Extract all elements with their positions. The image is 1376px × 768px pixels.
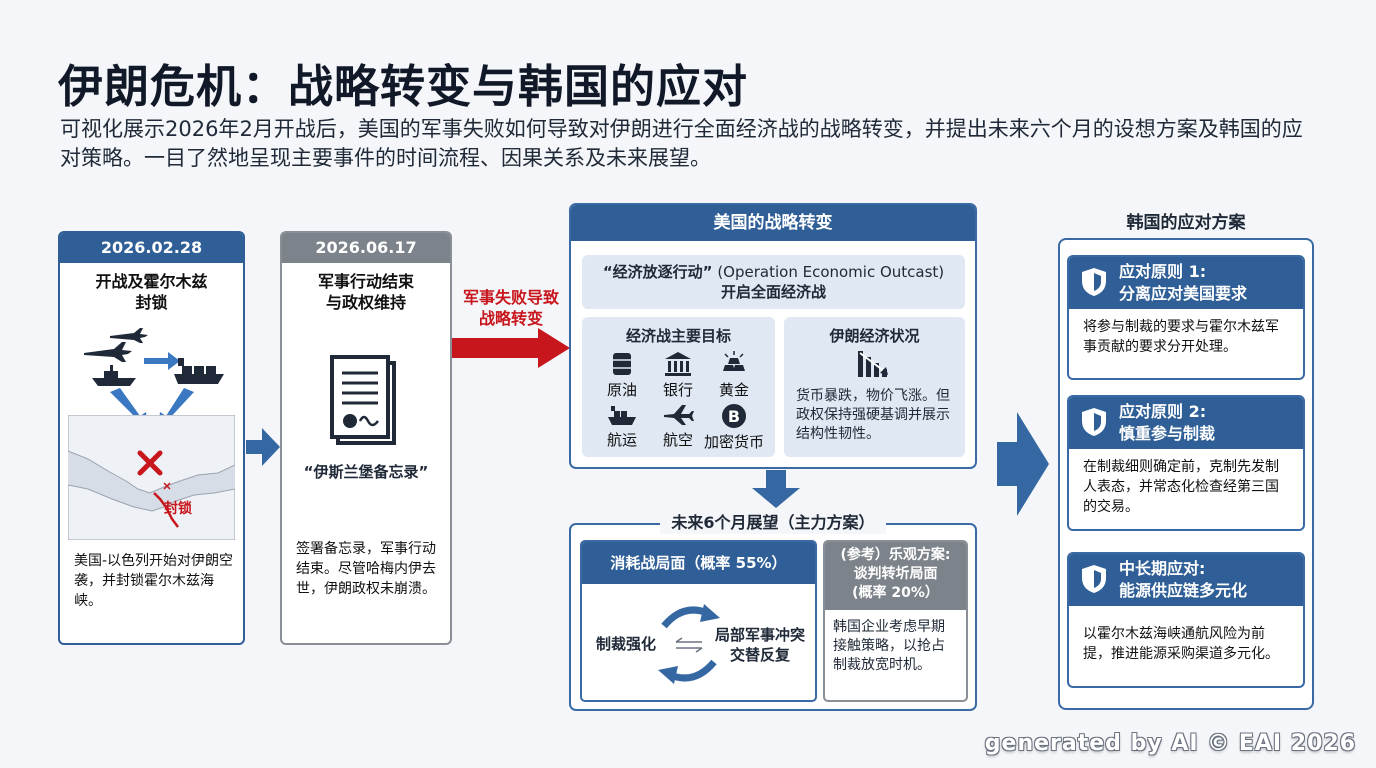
- event-date: 2026.02.28: [60, 233, 243, 263]
- red-cross-icon: [137, 450, 163, 476]
- shield-icon: [1082, 408, 1106, 436]
- operation-english-name: (Operation Economic Outcast): [717, 263, 945, 281]
- principle-text: 以霍尔木兹海峡通航风险为前提，推进能源采购渠道多元化。: [1083, 626, 1279, 662]
- outlook-heading: 未来6个月展望（主力方案）: [660, 512, 886, 534]
- targets-box: 经济战主要目标 原油 银行 黄金 航运 航空 B 加密货币: [582, 317, 775, 457]
- bank-icon: [665, 352, 691, 376]
- principle-title: 中长期应对: 能源供应链多元化: [1069, 554, 1303, 606]
- cycle-arrows-icon: [658, 604, 720, 684]
- transition-label: 军事失败导致 战略转变: [462, 288, 559, 328]
- shield-icon: [1082, 268, 1106, 296]
- korea-principle-1: 应对原则 1: 分离应对美国要求 将参与制裁的要求与霍尔木兹军事贡献的要求分开处…: [1067, 255, 1305, 380]
- page-subtitle: 可视化展示2026年2月开战后，美国的军事失败如何导致对伊朗进行全面经济战的战略…: [60, 117, 1303, 170]
- target-gold: 黄金: [704, 351, 764, 400]
- attrition-scenario-title: 消耗战局面（概率 55%）: [582, 542, 815, 584]
- iran-economy-box: 伊朗经济状况 货币暴跌，物价飞涨。但政权保持强硬基调并展示结构性韧性。: [784, 317, 965, 457]
- svg-text:B: B: [728, 407, 740, 426]
- fighter-jet-icon: [84, 328, 148, 362]
- target-bank: 银行: [648, 351, 708, 400]
- map-blockade-label: 封锁: [164, 500, 192, 517]
- iran-economy-text: 货币暴跌，物价飞涨。但政权保持强硬基调并展示结构性韧性。: [796, 388, 950, 442]
- target-shipping: 航运: [592, 403, 652, 450]
- principle-title: 应对原则 1: 分离应对美国要求: [1069, 257, 1303, 309]
- watermark: generated by AI © EAI 2026: [984, 731, 1356, 756]
- operation-subtitle: 开启全面经济战: [720, 283, 826, 301]
- military-conflict-label: 局部军事冲突 交替反复: [714, 626, 805, 664]
- korea-principle-2: 应对原则 2: 慎重参与制裁 在制裁细则确定前，克制先发制人表态，并常态化检查经…: [1067, 395, 1305, 531]
- arrow-right-icon: [246, 428, 280, 466]
- optimistic-scenario-text: 韩国企业考虑早期接触策略，以抢占制裁放宽时机。: [833, 619, 945, 673]
- timeline-card-outbreak: 2026.02.28 开战及霍尔木兹 封锁: [58, 231, 245, 645]
- event-date: 2026.06.17: [282, 233, 450, 263]
- operation-box: “经济放逐行动” (Operation Economic Outcast) 开启…: [582, 255, 965, 309]
- memorandum-label: “伊斯兰堡备忘录”: [303, 463, 429, 481]
- target-crypto: B 加密货币: [694, 403, 774, 452]
- principle-text: 在制裁细则确定前，克制先发制人表态，并常态化检查经第三国的交易。: [1083, 459, 1279, 515]
- ship-icon: [608, 406, 636, 425]
- hormuz-map: 封锁: [68, 415, 235, 540]
- event-title: 军事行动结束 与政权维持: [317, 272, 414, 312]
- attrition-scenario-card: 消耗战局面（概率 55%）: [580, 540, 817, 702]
- korea-long-term: 中长期应对: 能源供应链多元化 以霍尔木兹海峡通航风险为前提，推进能源采购渠道多…: [1067, 552, 1305, 688]
- korea-heading: 韩国的应对方案: [1126, 213, 1246, 233]
- optimistic-scenario-card: (参考）乐观方案: 谈判转圻局面 (概率 20%） 韩国企业考虑早期接触策略，以…: [823, 540, 968, 702]
- decline-chart-icon: [858, 351, 888, 377]
- targets-heading: 经济战主要目标: [625, 327, 731, 345]
- event-title: 开战及霍尔木兹 封锁: [95, 272, 208, 312]
- document-icon: [330, 355, 396, 445]
- iran-economy-heading: 伊朗经济状况: [829, 327, 920, 345]
- small-cross-icon: [163, 482, 171, 490]
- panel-heading: 美国的战略转变: [571, 205, 975, 241]
- page-title: 伊朗危机：战略转变与韩国的应对: [58, 60, 749, 113]
- arrow-right-icon: [144, 352, 180, 370]
- arrow-right-icon: [997, 412, 1049, 516]
- operation-name: “经济放逐行动”: [602, 263, 713, 281]
- event-description: 美国-以色列开始对伊朗空袭，并封锁霍尔木兹海峡。: [74, 553, 234, 609]
- principle-text: 将参与制裁的要求与霍尔木兹军事贡献的要求分开处理。: [1083, 319, 1279, 355]
- arrow-down-icon: [752, 470, 800, 508]
- target-oil: 原油: [592, 351, 652, 400]
- sanctions-strengthen-label: 制裁强化: [596, 635, 657, 653]
- airplane-icon: [664, 405, 694, 425]
- warship-icon: [92, 365, 136, 386]
- bitcoin-icon: B: [722, 404, 746, 428]
- red-arrow-icon: [452, 328, 570, 368]
- cargo-ship-icon: [174, 358, 224, 384]
- target-aviation: 航空: [648, 403, 708, 450]
- optimistic-scenario-title: (参考）乐观方案: 谈判转圻局面 (概率 20%）: [825, 542, 966, 610]
- oil-barrel-icon: [613, 353, 631, 375]
- shield-icon: [1082, 565, 1106, 593]
- gold-bars-icon: [723, 351, 745, 371]
- timeline-card-ceasefire: 2026.06.17 军事行动结束 与政权维持 “伊斯兰堡备忘录” 签署备忘录，…: [280, 231, 452, 645]
- event-description: 签署备忘录，军事行动结束。尽管哈梅内伊去世，伊朗政权未崩溃。: [296, 541, 436, 597]
- principle-title: 应对原则 2: 慎重参与制裁: [1069, 397, 1303, 449]
